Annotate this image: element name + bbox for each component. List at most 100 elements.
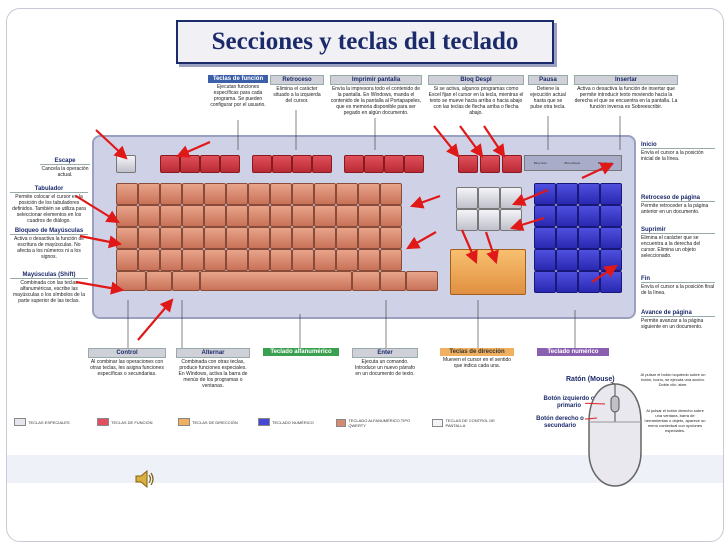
- key-alphanumeric[interactable]: [380, 249, 402, 271]
- callout-insertar-text: Activa o desactiva la función de inserta…: [574, 86, 678, 110]
- key-alphanumeric[interactable]: [160, 249, 182, 271]
- key-function[interactable]: [312, 155, 332, 173]
- key-numeric[interactable]: [578, 183, 600, 205]
- key-alphanumeric[interactable]: [226, 183, 248, 205]
- key-alphanumeric[interactable]: [336, 183, 358, 205]
- key-function[interactable]: [252, 155, 272, 173]
- key-alphanumeric[interactable]: [182, 183, 204, 205]
- key-numeric[interactable]: [578, 249, 600, 271]
- key-alphanumeric[interactable]: [270, 249, 292, 271]
- key-numeric[interactable]: [600, 183, 622, 205]
- key-alphanumeric[interactable]: [248, 249, 270, 271]
- key-control-right[interactable]: [406, 271, 438, 291]
- key-function[interactable]: [344, 155, 364, 173]
- key-alphanumeric[interactable]: [270, 183, 292, 205]
- callout-pausa: Pausa Detiene la ejecución actual hasta …: [528, 75, 568, 110]
- key-numeric[interactable]: [578, 271, 600, 293]
- key-alphanumeric[interactable]: [248, 205, 270, 227]
- key-alphanumeric[interactable]: [336, 227, 358, 249]
- key-alphanumeric[interactable]: [182, 205, 204, 227]
- key-alphanumeric[interactable]: [160, 227, 182, 249]
- key-numeric[interactable]: [600, 227, 622, 249]
- key-windows[interactable]: [146, 271, 172, 291]
- key-alphanumeric[interactable]: [138, 249, 160, 271]
- key-function[interactable]: [200, 155, 220, 173]
- key-numeric[interactable]: [556, 183, 578, 205]
- key-function[interactable]: [292, 155, 312, 173]
- key-screen-control[interactable]: [480, 155, 500, 173]
- speaker-icon[interactable]: [134, 470, 156, 488]
- key-numeric[interactable]: [534, 227, 556, 249]
- key-alphanumeric[interactable]: [358, 183, 380, 205]
- key-alphanumeric[interactable]: [380, 205, 402, 227]
- key-alphanumeric[interactable]: [160, 205, 182, 227]
- key-numeric[interactable]: [556, 205, 578, 227]
- key-alphanumeric[interactable]: [116, 249, 138, 271]
- key-screen-control[interactable]: [502, 155, 522, 173]
- key-alphanumeric[interactable]: [116, 183, 138, 205]
- label-repag-text: Permite retroceder a la página anterior …: [641, 203, 709, 215]
- key-navigation[interactable]: [456, 187, 478, 209]
- key-screen-control[interactable]: [458, 155, 478, 173]
- key-alphanumeric[interactable]: [336, 249, 358, 271]
- key-alphanumeric[interactable]: [204, 205, 226, 227]
- key-alphanumeric[interactable]: [270, 227, 292, 249]
- label-fin-text: Envía el cursor a la posición final de l…: [641, 284, 715, 296]
- key-alphanumeric[interactable]: [314, 249, 336, 271]
- key-alphanumeric[interactable]: [270, 205, 292, 227]
- key-alphanumeric[interactable]: [292, 205, 314, 227]
- key-alphanumeric[interactable]: [138, 205, 160, 227]
- key-alphanumeric[interactable]: [292, 227, 314, 249]
- key-alphanumeric[interactable]: [226, 249, 248, 271]
- key-alphanumeric[interactable]: [138, 183, 160, 205]
- key-alphanumeric[interactable]: [204, 227, 226, 249]
- key-alphanumeric[interactable]: [380, 183, 402, 205]
- key-navigation[interactable]: [478, 209, 500, 231]
- key-alphanumeric[interactable]: [204, 249, 226, 271]
- key-alphanumeric[interactable]: [380, 227, 402, 249]
- key-alphanumeric[interactable]: [248, 227, 270, 249]
- key-alphanumeric[interactable]: [226, 205, 248, 227]
- label-avpag-text: Permite avanzar a la página siguiente en…: [641, 318, 704, 330]
- key-function[interactable]: [364, 155, 384, 173]
- key-navigation[interactable]: [456, 209, 478, 231]
- key-alphanumeric[interactable]: [358, 249, 380, 271]
- key-altgr[interactable]: [352, 271, 380, 291]
- key-alphanumeric[interactable]: [292, 183, 314, 205]
- key-numeric[interactable]: [534, 271, 556, 293]
- key-numeric[interactable]: [556, 271, 578, 293]
- key-numeric[interactable]: [578, 227, 600, 249]
- legend-label: TECLAS DE CONTROL DE PANTALLA: [445, 418, 495, 428]
- key-function[interactable]: [272, 155, 292, 173]
- key-alphanumeric[interactable]: [314, 205, 336, 227]
- key-numeric[interactable]: [534, 249, 556, 271]
- key-alphanumeric[interactable]: [138, 227, 160, 249]
- key-alphanumeric[interactable]: [182, 249, 204, 271]
- key-alphanumeric[interactable]: [314, 227, 336, 249]
- key-numeric[interactable]: [578, 205, 600, 227]
- key-alphanumeric[interactable]: [182, 227, 204, 249]
- key-menu[interactable]: [380, 271, 406, 291]
- key-numeric[interactable]: [556, 227, 578, 249]
- key-space[interactable]: [200, 271, 352, 291]
- key-alt[interactable]: [172, 271, 200, 291]
- key-function[interactable]: [160, 155, 180, 173]
- key-navigation[interactable]: [478, 187, 500, 209]
- key-function[interactable]: [404, 155, 424, 173]
- key-alphanumeric[interactable]: [248, 183, 270, 205]
- key-alphanumeric[interactable]: [204, 183, 226, 205]
- key-numeric[interactable]: [534, 205, 556, 227]
- key-alphanumeric[interactable]: [336, 205, 358, 227]
- key-alphanumeric[interactable]: [358, 205, 380, 227]
- key-alphanumeric[interactable]: [358, 227, 380, 249]
- key-function[interactable]: [220, 155, 240, 173]
- key-numeric[interactable]: [534, 183, 556, 205]
- key-numeric[interactable]: [556, 249, 578, 271]
- legend-label: TECLADO ALFANUMÉRICO TIPO QWERTY: [348, 418, 411, 428]
- key-alphanumeric[interactable]: [160, 183, 182, 205]
- key-function[interactable]: [384, 155, 404, 173]
- key-alphanumeric[interactable]: [292, 249, 314, 271]
- key-alphanumeric[interactable]: [314, 183, 336, 205]
- key-alphanumeric[interactable]: [226, 227, 248, 249]
- key-numeric[interactable]: [600, 205, 622, 227]
